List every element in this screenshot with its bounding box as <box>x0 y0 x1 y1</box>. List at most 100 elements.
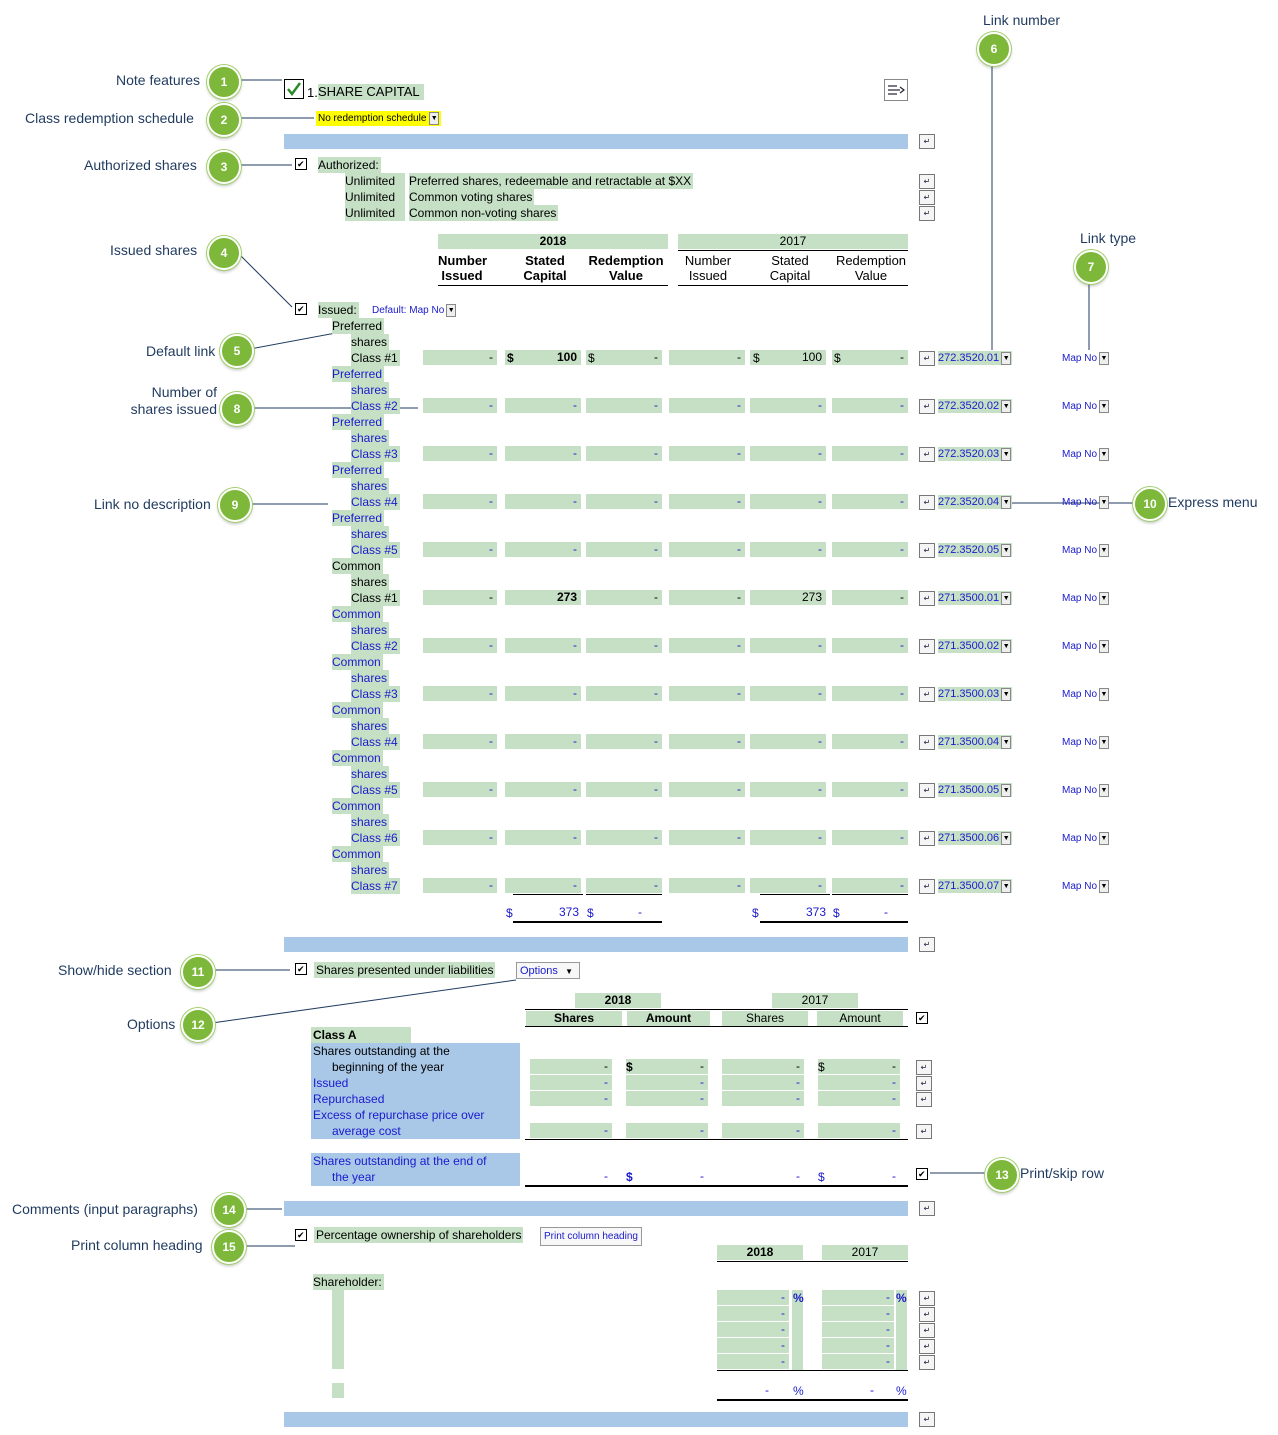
issued-value-cell[interactable]: - <box>669 638 745 653</box>
issued-value-cell[interactable]: - <box>832 494 908 509</box>
link-button[interactable]: ↵ <box>916 1060 932 1075</box>
options-button[interactable]: Options▼ <box>516 962 580 979</box>
print-skip-checkbox[interactable] <box>916 1012 928 1024</box>
issued-value-cell[interactable]: - <box>750 686 826 701</box>
liab-value-cell[interactable]: - <box>818 1059 900 1074</box>
issued-value-cell[interactable]: - <box>586 590 662 605</box>
liab-value-cell[interactable]: - <box>530 1123 612 1138</box>
link-button[interactable]: ↵ <box>919 1412 935 1427</box>
link-number-dropdown[interactable]: 271.3500.01▼ <box>938 591 1013 605</box>
issued-value-cell[interactable]: - <box>750 830 826 845</box>
issued-value-cell[interactable]: - <box>750 782 826 797</box>
issued-value-cell[interactable]: - <box>423 686 497 701</box>
issued-value-cell[interactable]: - <box>750 446 826 461</box>
issued-value-cell[interactable]: - <box>832 350 908 365</box>
own-2018-pct[interactable]: - <box>717 1306 789 1321</box>
link-button[interactable]: ↵ <box>919 1201 935 1216</box>
issued-value-cell[interactable]: - <box>750 542 826 557</box>
issued-value-cell[interactable]: - <box>505 494 581 509</box>
print-skip-row-checkbox[interactable] <box>916 1168 928 1180</box>
link-type-dropdown[interactable]: Map No▼ <box>1062 736 1110 750</box>
issued-value-cell[interactable]: - <box>669 830 745 845</box>
liab-value-cell[interactable]: - <box>722 1059 804 1074</box>
link-button[interactable]: ↵ <box>919 639 935 654</box>
link-type-dropdown[interactable]: Map No▼ <box>1062 640 1110 654</box>
print-column-heading-button[interactable]: Print column heading <box>540 1227 642 1246</box>
issued-value-cell[interactable]: - <box>505 734 581 749</box>
issued-value-cell[interactable]: - <box>423 734 497 749</box>
link-number-dropdown[interactable]: 272.3520.05▼ <box>938 543 1013 557</box>
issued-value-cell[interactable]: - <box>505 686 581 701</box>
default-link-dropdown[interactable]: Default: Map No▼ <box>372 304 457 318</box>
issued-value-cell[interactable]: - <box>586 830 662 845</box>
own-2017-pct[interactable]: - <box>822 1306 894 1321</box>
liab-value-cell[interactable]: - <box>818 1123 900 1138</box>
link-button[interactable]: ↵ <box>919 591 935 606</box>
issued-value-cell[interactable]: - <box>505 878 581 893</box>
issued-value-cell[interactable]: - <box>832 878 908 893</box>
issued-value-cell[interactable]: - <box>423 542 497 557</box>
own-2018-pct[interactable]: - <box>717 1338 789 1353</box>
issued-value-cell[interactable]: - <box>423 398 497 413</box>
issued-value-cell[interactable]: - <box>423 494 497 509</box>
own-2018-pct[interactable]: - <box>717 1290 789 1305</box>
issued-value-cell[interactable]: - <box>586 878 662 893</box>
own-2017-pct[interactable]: - <box>822 1338 894 1353</box>
link-number-dropdown[interactable]: 272.3520.03▼ <box>938 447 1013 461</box>
issued-value-cell[interactable]: - <box>750 878 826 893</box>
link-button[interactable]: ↵ <box>919 134 935 149</box>
link-button[interactable]: ↵ <box>919 1339 935 1354</box>
authorized-checkbox[interactable] <box>295 158 307 170</box>
link-button[interactable]: ↵ <box>919 937 935 952</box>
issued-value-cell[interactable]: - <box>669 350 745 365</box>
link-number-dropdown[interactable]: 272.3520.04▼ <box>938 495 1013 509</box>
link-button[interactable]: ↵ <box>919 1323 935 1338</box>
link-button[interactable]: ↵ <box>919 399 935 414</box>
issued-value-cell[interactable]: - <box>423 782 497 797</box>
issued-value-cell[interactable]: - <box>586 686 662 701</box>
issued-value-cell[interactable]: - <box>669 782 745 797</box>
issued-value-cell[interactable]: - <box>423 446 497 461</box>
issued-value-cell[interactable]: - <box>669 446 745 461</box>
liab-value-cell[interactable]: - <box>530 1059 612 1074</box>
link-number-dropdown[interactable]: 272.3520.02▼ <box>938 399 1013 413</box>
link-number-dropdown[interactable]: 271.3500.05▼ <box>938 783 1013 797</box>
link-type-dropdown[interactable]: Map No▼ <box>1062 496 1110 510</box>
link-number-dropdown[interactable]: 272.3520.01▼ <box>938 351 1013 365</box>
link-number-dropdown[interactable]: 271.3500.06▼ <box>938 831 1013 845</box>
link-button[interactable]: ↵ <box>919 174 935 189</box>
issued-value-cell[interactable]: - <box>669 590 745 605</box>
issued-value-cell[interactable]: - <box>505 542 581 557</box>
link-type-dropdown[interactable]: Map No▼ <box>1062 352 1110 366</box>
liab-value-cell[interactable]: - <box>722 1123 804 1138</box>
link-button[interactable]: ↵ <box>919 543 935 558</box>
issued-value-cell[interactable]: - <box>586 350 662 365</box>
link-type-dropdown[interactable]: Map No▼ <box>1062 832 1110 846</box>
issued-value-cell[interactable]: - <box>832 830 908 845</box>
issued-value-cell[interactable]: - <box>505 782 581 797</box>
link-button[interactable]: ↵ <box>916 1124 932 1139</box>
link-type-dropdown[interactable]: Map No▼ <box>1062 448 1110 462</box>
link-button[interactable]: ↵ <box>919 831 935 846</box>
liab-value-cell[interactable]: - <box>626 1091 708 1106</box>
issued-value-cell[interactable]: - <box>832 446 908 461</box>
link-button[interactable]: ↵ <box>919 190 935 205</box>
link-button[interactable]: ↵ <box>919 1307 935 1322</box>
issued-value-cell[interactable]: - <box>832 590 908 605</box>
link-type-dropdown[interactable]: Map No▼ <box>1062 400 1110 414</box>
issued-value-cell[interactable]: - <box>505 638 581 653</box>
link-button[interactable]: ↵ <box>919 735 935 750</box>
issued-value-cell[interactable]: 100 <box>505 350 581 365</box>
own-2017-pct[interactable]: - <box>822 1354 894 1369</box>
liab-value-cell[interactable]: - <box>722 1075 804 1090</box>
issued-value-cell[interactable]: - <box>423 878 497 893</box>
express-menu-icon[interactable] <box>884 79 908 101</box>
issued-value-cell[interactable]: - <box>832 782 908 797</box>
issued-value-cell[interactable]: - <box>586 494 662 509</box>
link-type-dropdown[interactable]: Map No▼ <box>1062 880 1110 894</box>
link-button[interactable]: ↵ <box>919 1355 935 1370</box>
own-2018-pct[interactable]: - <box>717 1322 789 1337</box>
issued-value-cell[interactable]: - <box>505 830 581 845</box>
issued-value-cell[interactable]: - <box>832 542 908 557</box>
link-type-dropdown[interactable]: Map No▼ <box>1062 688 1110 702</box>
